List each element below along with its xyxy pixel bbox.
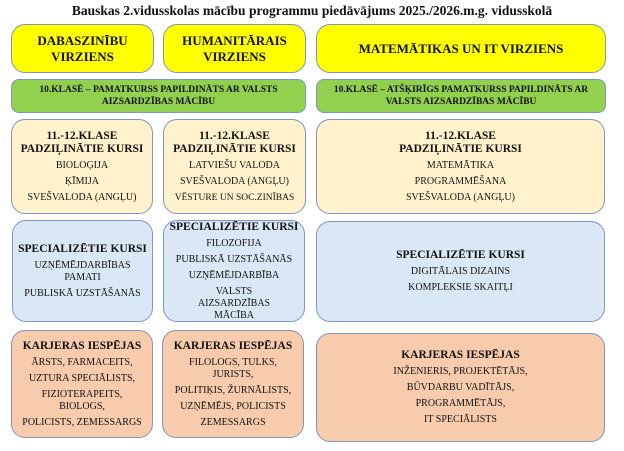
grade10-label: VALSTS AIZSARDZĪBAS MĀCĪBU [385,97,537,107]
career-item: UZTURA SPECIĀLISTS, [28,372,136,384]
advanced-courses-math-it: 11.-12.KLASE PADZIĻINĀTIE KURSI MATEMĀTI… [316,119,605,214]
specialized-heading: SPECIALIZĒTIE KURSI [18,242,147,255]
course-item: SVEŠVALODA (ANGĻU) [27,191,137,203]
course-item: VALSTS AIZSARDZĪBAS MĀCĪBA [197,285,271,321]
direction-math-it: MATEMĀTIKAS UN IT VIRZIENS [316,24,606,73]
direction-humanities: HUMANITĀRAIS VIRZIENS [163,24,306,73]
course-item: PROGRAMMĒŠANA [414,175,507,187]
careers-natural: KARJERAS IESPĒJAS ĀRSTS, FARMACEITS, UZT… [11,330,153,438]
career-item: BŪVDARBU VADĪTĀJS, [406,382,515,393]
career-item: POLICISTS, ZEMESSARGS [22,416,142,428]
course-item: VĒSTURE UN SOC.ZINĪBAS [174,192,295,203]
advanced-courses-natural: 11.-12.KLASE PADZIĻINĀTIE KURSI BIOLOĢIJ… [11,119,153,214]
page-title: Bauskas 2.vidusskolas mācību programmu p… [71,3,553,18]
career-item: UZŅĒMĒJS, POLICISTS [180,400,286,412]
career-item: POLITIĶIS, ŽURNĀLISTS, [174,384,292,396]
careers-heading: KARJERAS IESPĒJAS [401,349,520,361]
career-item: FILOLOGS, TULKS, JURISTS, [189,356,277,380]
course-item: UZŅĒMĒJDARBĪBAS PAMATI [34,259,131,283]
grade10-different-course: 10.KLASĒ – ATŠĶIRĪGS PAMATKURSS PAPILDIN… [316,79,606,113]
course-item: LATVIEŠU VALODA [188,159,281,171]
course-item: MATEMĀTIKA [426,159,495,171]
career-item: ĀRSTS, FARMACEITS, [31,356,133,368]
career-item: ZEMESSARGS [200,416,266,428]
course-item: KOMPLEKSIE SKAITĻI [408,282,513,293]
specialized-courses-humanities: SPECIALIZĒTIE KURSI FILOZOFIJA PUBLISKĀ … [163,220,305,322]
careers-heading: KARJERAS IESPĒJAS [22,339,142,352]
direction-label: HUMANITĀRAIS [182,32,287,48]
specialized-courses-natural: SPECIALIZĒTIE KURSI UZŅĒMĒJDARBĪBAS PAMA… [12,220,153,322]
direction-label: DABASZINĪBU [37,32,128,48]
direction-label: VIRZIENS [203,48,266,64]
career-item: IT SPECIĀLISTS [424,414,497,425]
grade10-label: 10.KLASĒ – PAMATKURSS PAPILDINĀTS AR VAL… [39,85,278,95]
direction-label: VIRZIENS [51,48,114,64]
specialized-courses-math-it: SPECIALIZĒTIE KURSI DIGITĀLAIS DIZAINS K… [316,221,605,322]
course-item: ĶĪMIJA [65,175,99,187]
advanced-heading: 11.-12.KLASE [46,129,118,142]
course-item: DIGITĀLAIS DIZAINS [410,266,511,277]
career-item: PROGRAMMĒTĀJS, [415,398,506,409]
careers-heading: KARJERAS IESPĒJAS [173,339,293,352]
advanced-heading: PADZIĻINĀTIE KURSI [399,142,522,155]
careers-humanities: KARJERAS IESPĒJAS FILOLOGS, TULKS, JURIS… [162,330,304,438]
careers-math-it: KARJERAS IESPĒJAS INŽENIERIS, PROJEKTĒTĀ… [316,333,605,442]
career-item: FIZIOTERAPEITS, BIOLOGS, [41,388,123,412]
course-item: FILOZOFIJA [206,237,262,249]
advanced-heading: 11.-12.KLASE [199,129,270,142]
specialized-heading: SPECIALIZĒTIE KURSI [396,249,525,261]
course-item: PUBLISKĀ UZSTĀŠANĀS [24,287,141,299]
advanced-heading: PADZIĻINĀTIE KURSI [20,142,144,155]
course-item: SVEŠVALODA (ANGĻU) [180,175,289,187]
course-item: PUBLISKĀ UZSTĀŠANĀS [175,253,293,265]
specialized-heading: SPECIALIZĒTIE KURSI [169,220,299,233]
advanced-courses-humanities: 11.-12.KLASE PADZIĻINĀTIE KURSI LATVIEŠU… [163,119,306,214]
course-item: UZŅĒMĒJDARBĪBA [188,269,280,281]
career-item: INŽENIERIS, PROJEKTĒTĀJS, [393,366,528,377]
advanced-heading: PADZIĻINĀTIE KURSI [173,142,296,155]
grade10-label: 10.KLASĒ – ATŠĶIRĪGS PAMATKURSS PAPILDIN… [333,85,589,95]
direction-label: MATEMĀTIKAS UN IT VIRZIENS [358,40,564,56]
direction-natural-sciences: DABASZINĪBU VIRZIENS [11,24,154,73]
advanced-heading: 11.-12.KLASE [425,129,496,142]
grade10-basic-course: 10.KLASĒ – PAMATKURSS PAPILDINĀTS AR VAL… [11,79,306,113]
course-item: SVEŠVALODA (ANGĻU) [406,191,515,203]
grade10-label: AIZSARDZĪBAS MĀCĪBU [101,97,216,107]
course-item: BIOLOĢIJA [55,159,109,171]
